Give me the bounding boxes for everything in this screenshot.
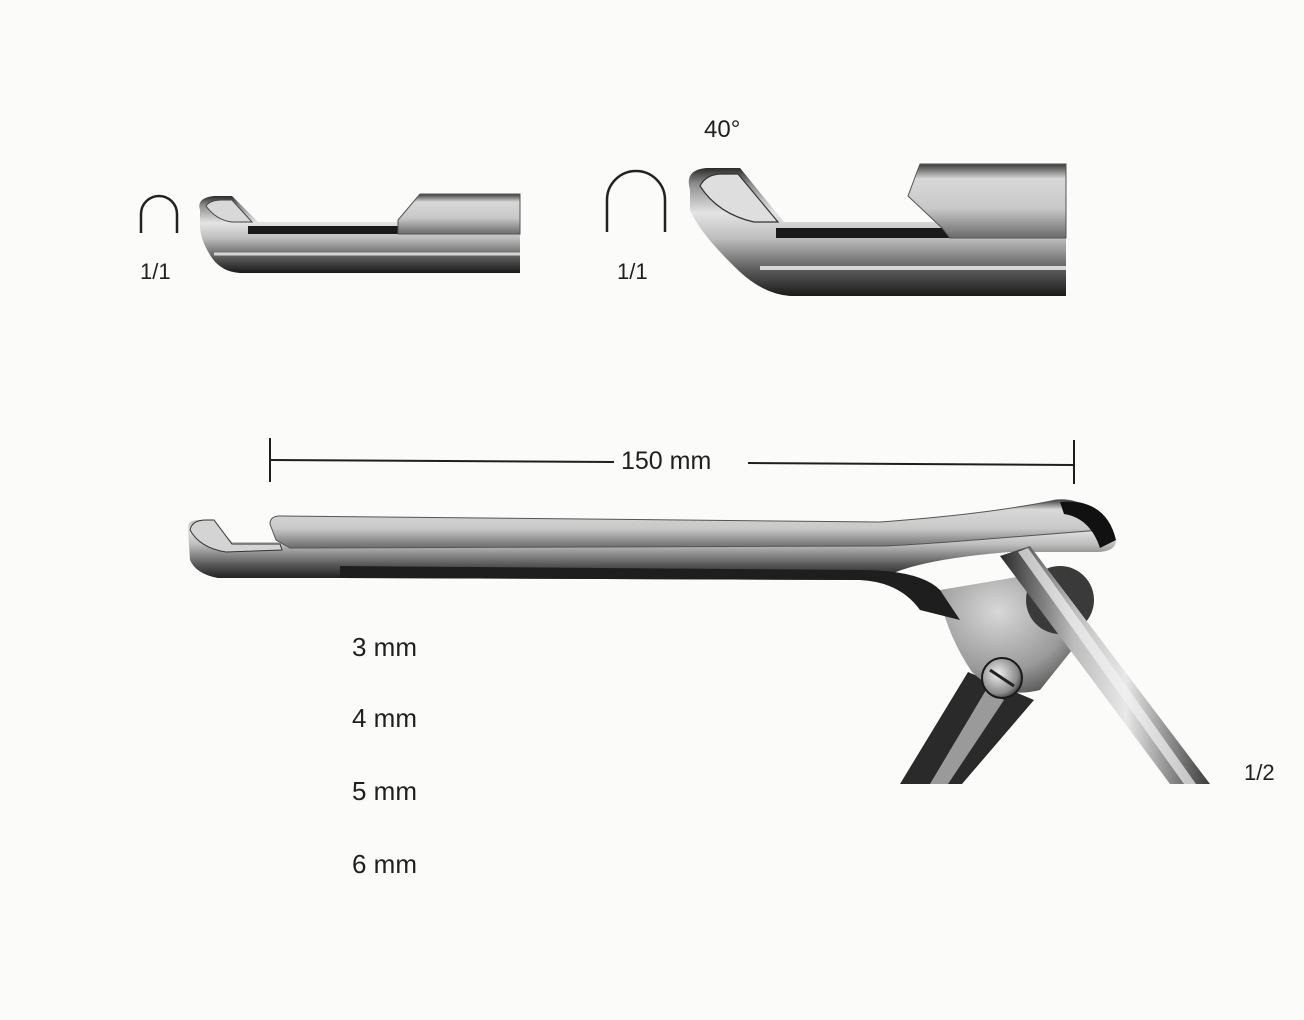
large-tip-scale-label: 1/1 — [617, 259, 648, 284]
size-option: 6 mm — [352, 849, 417, 879]
length-dimension — [269, 438, 1075, 484]
large-tip-angle-label: 40° — [704, 116, 741, 143]
small-tip-profile-icon — [139, 194, 179, 233]
size-option: 4 mm — [352, 703, 417, 733]
size-option: 5 mm — [352, 776, 417, 806]
small-tip-detail — [139, 193, 521, 273]
size-option: 3 mm — [352, 632, 417, 662]
length-label: 150 mm — [621, 447, 712, 475]
instrument-drawing — [187, 499, 1210, 784]
large-tip-profile-icon — [605, 169, 667, 232]
large-tip-detail — [605, 163, 1067, 296]
small-tip-scale-label: 1/1 — [140, 259, 171, 284]
instrument-scale-label: 1/2 — [1244, 760, 1275, 785]
